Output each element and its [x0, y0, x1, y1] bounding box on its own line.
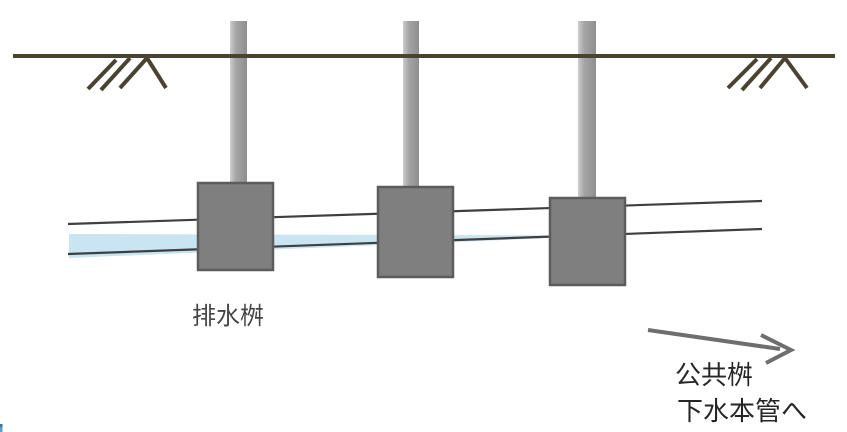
soil-hatch-left — [86, 56, 168, 92]
sewer-main-label: 下水本管へ — [677, 396, 808, 426]
drain-basin-box-1 — [196, 181, 275, 272]
bottom-left-artifact — [0, 424, 3, 432]
riser-pipe-3 — [578, 21, 596, 202]
flow-arrow-icon — [647, 328, 796, 365]
drain-basin-box-2 — [376, 185, 455, 279]
drain-basin-label: 排水桝 — [192, 303, 264, 330]
riser-pipe-1 — [230, 21, 247, 187]
riser-pipe-2 — [403, 21, 419, 191]
drain-basin-box-3 — [548, 196, 627, 287]
soil-hatch-right — [726, 56, 809, 92]
public-basin-label: 公共桝 — [675, 360, 754, 390]
